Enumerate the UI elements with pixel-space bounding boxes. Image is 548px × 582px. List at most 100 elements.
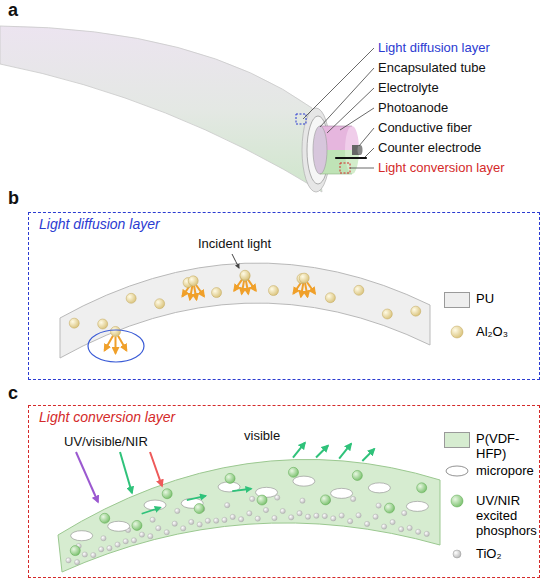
uv-arrow [76, 452, 98, 502]
legend-symbol [444, 323, 470, 343]
scatter-arrow [190, 286, 192, 300]
legend-item: PU [444, 290, 544, 310]
tio2-particle [331, 516, 336, 521]
tio2-particle [381, 524, 386, 529]
highlight-ellipse [88, 330, 144, 362]
scatter-arrow [105, 336, 114, 351]
tio2-particle [364, 521, 369, 526]
tio2-particle [181, 526, 186, 531]
scatter-arrow [118, 336, 127, 351]
tio2-particle [115, 542, 120, 547]
alumina-particle [69, 318, 79, 328]
leader-line [359, 128, 374, 146]
alumina-particle [155, 299, 165, 309]
phosphor-particle [417, 483, 427, 493]
tio2-particle [172, 521, 177, 526]
tio2-particle [175, 508, 180, 513]
alumina-particle [268, 286, 278, 296]
alumina-particle [382, 309, 392, 319]
leader-line [350, 168, 374, 169]
cylinder-base [313, 126, 327, 174]
tio2-particle [74, 560, 79, 565]
phosphor-particle [162, 489, 172, 499]
tio2-particle [263, 507, 268, 512]
tio2-particle [148, 534, 153, 539]
phosphor-particle [132, 520, 142, 530]
cylinder-edge [320, 174, 352, 175]
alumina-particles [69, 270, 421, 353]
tio2-particle [222, 517, 227, 522]
micropore [331, 488, 353, 498]
alumina-particle [411, 306, 421, 316]
zoom-marker [340, 163, 350, 173]
tio2-particle [297, 511, 302, 516]
emission-arrow [232, 489, 251, 491]
nir-arrow [150, 452, 162, 486]
tio2-particle [239, 517, 244, 522]
tio2-particle [300, 498, 305, 503]
phosphor-particle [100, 513, 110, 523]
leader-line [303, 48, 374, 119]
alumina-particle [451, 326, 463, 338]
tio2-particle [230, 514, 235, 519]
tio2-particle [101, 536, 106, 541]
alumina-particle [188, 276, 198, 286]
alumina-particle [240, 270, 250, 280]
pu-band [60, 263, 430, 358]
scatter-arrow [234, 279, 242, 290]
tio2-particle [339, 513, 344, 518]
alumina-particle [325, 293, 335, 303]
legend-item: TiO₂ [444, 545, 544, 565]
tio2-particle [407, 525, 412, 530]
legend-item: UV/NIR excited phosphors [444, 492, 544, 512]
micropore [293, 476, 315, 486]
tio2-particle [250, 496, 255, 501]
emission-arrow [316, 446, 328, 458]
tio2-particle [99, 547, 104, 552]
part-label: Electrolyte [378, 80, 439, 96]
phosphor-particle [352, 470, 362, 480]
phosphor-particle [288, 467, 298, 477]
micropore [71, 531, 93, 541]
phosphor-particle [451, 495, 463, 507]
tio2-particle [399, 527, 404, 532]
tio2-particle [247, 511, 252, 516]
scatter-arrow [196, 285, 204, 296]
alumina-particle [212, 288, 222, 298]
tio2-particle [205, 518, 210, 523]
panel-letter: b [8, 188, 19, 209]
light-label: visible [244, 428, 280, 444]
emission-arrow [187, 496, 206, 500]
tio2-particle [305, 514, 310, 519]
tio2-particle [197, 522, 202, 527]
scatter-arrow [248, 279, 256, 290]
tio2-particle [272, 515, 277, 520]
tio2-particle [376, 503, 381, 508]
panel-box: Light conversion layer [28, 405, 540, 578]
fiber-tube [0, 26, 322, 192]
alumina-particle [240, 271, 250, 281]
tio2-particle [131, 538, 136, 543]
tio2-particle [214, 518, 219, 523]
legend-item: P(VDF-HFP) [444, 430, 544, 450]
tio2-particle [275, 495, 280, 500]
emission-arrow [339, 444, 351, 459]
tio2-particle [314, 513, 319, 518]
leader-line [365, 148, 374, 157]
leader-line [327, 88, 374, 133]
band-contents [66, 443, 429, 565]
tio2-particle [348, 519, 353, 524]
panel-letter: a [8, 0, 18, 21]
leader-line [320, 68, 374, 127]
phosphor-particle [194, 504, 204, 514]
leader-line [340, 108, 374, 130]
legend-swatch [444, 292, 470, 308]
legend-symbol [444, 545, 470, 565]
legend-symbol [444, 492, 470, 512]
tio2-particle [351, 496, 356, 501]
scatter-arrow [293, 282, 301, 293]
phosphor-particle [384, 503, 394, 513]
visible-arrow [120, 452, 132, 493]
legend-symbol [444, 462, 470, 482]
